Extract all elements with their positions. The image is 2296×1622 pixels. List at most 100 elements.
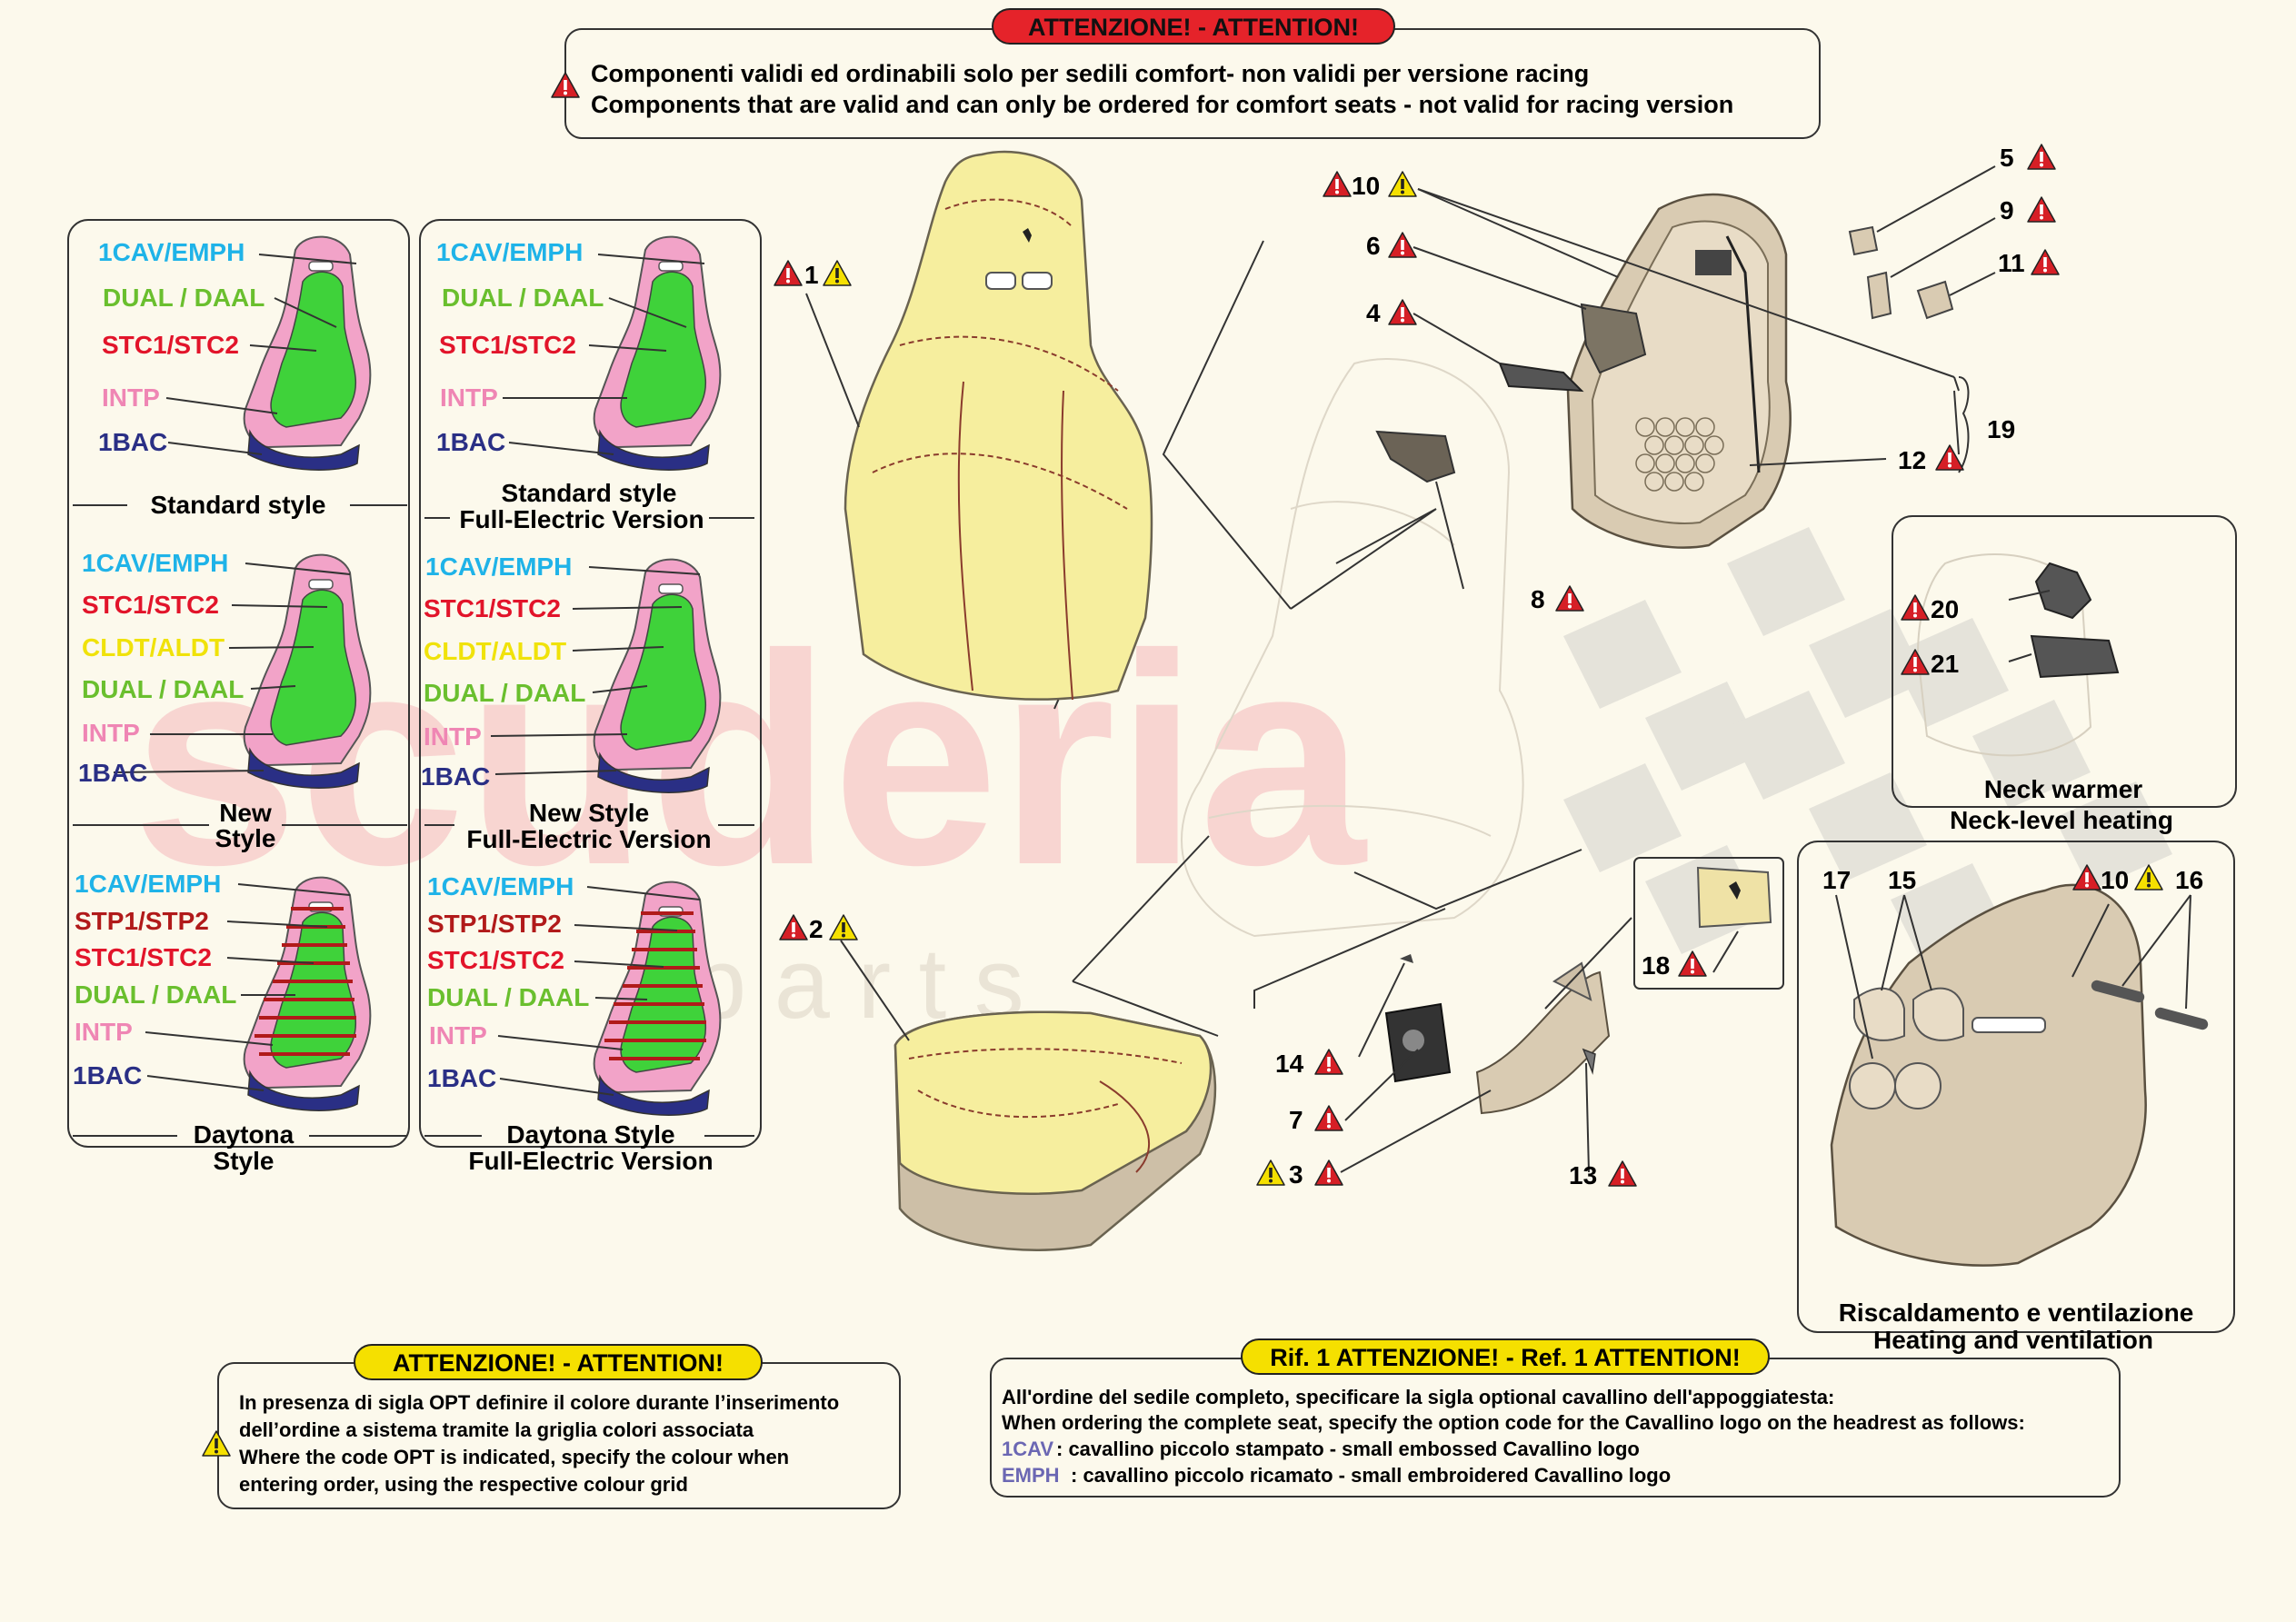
daytona-stp: STP1/STP2 [75, 907, 209, 935]
seatback-cover-part1 [844, 150, 1153, 701]
callout-14: 14 [1275, 1050, 1304, 1078]
new-bac: 1BAC [78, 759, 147, 787]
callout-10b: 10 [2101, 866, 2129, 894]
standard-fe-caption1: Standard style [502, 479, 677, 507]
callout-3: 3 [1289, 1160, 1303, 1189]
part18-label [1696, 866, 1772, 929]
callout-1: 1 [804, 261, 819, 289]
standard-fe-bac: 1BAC [436, 428, 505, 456]
frame-leaders [1413, 165, 1996, 590]
ref-warning-code1: 1CAV [1002, 1438, 1053, 1460]
daytona-dual: DUAL / DAAL [75, 980, 236, 1009]
heating-ventilation-box [1797, 841, 2235, 1333]
callout-11: 11 [1998, 249, 2025, 277]
neck-warmer-box [1892, 515, 2237, 808]
ref-warning-title: Rif. 1 ATTENZIONE! - Ref. 1 ATTENTION! [1270, 1344, 1740, 1371]
bottom-warning-l2: dell’ordine a sistema tramite la griglia… [239, 1418, 754, 1441]
leader-1 [805, 293, 860, 428]
ref-warning-l2: When ordering the complete seat, specify… [1002, 1411, 2025, 1434]
standard-intp: INTP [102, 383, 160, 412]
standard-dual: DUAL / DAAL [103, 284, 265, 312]
heating-leaders [1835, 894, 2191, 1060]
standard-fe-intp: INTP [440, 383, 498, 412]
callout-8: 8 [1531, 585, 1545, 613]
neck-warmer-parts [1916, 553, 2120, 757]
bottom-warning-l3: Where the code OPT is indicated, specify… [239, 1446, 789, 1468]
new-fe-caption2: Full-Electric Version [466, 825, 711, 853]
new-stc: STC1/STC2 [82, 591, 219, 619]
ref-warning-desc1: : cavallino piccolo stampato - small emb… [1056, 1438, 1640, 1460]
top-warning-title: ATTENZIONE! - ATTENTION! [1028, 14, 1359, 41]
new-fe-cav: 1CAV/EMPH [425, 552, 572, 581]
callout-7: 7 [1289, 1106, 1303, 1134]
frame-subparts [1375, 225, 1954, 483]
callout-19: 19 [1987, 415, 2015, 443]
standard-fe-caption2: Full-Electric Version [459, 505, 704, 533]
standard-caption: Standard style [151, 491, 326, 519]
daytona-fe-stripes [604, 911, 706, 1060]
new-fe-caption1: New Style [529, 799, 649, 827]
lower-parts [1384, 954, 1611, 1115]
standard-bac: 1BAC [98, 428, 167, 456]
callout-16: 16 [2175, 866, 2203, 894]
new-caption2: Style [215, 824, 276, 852]
new-fe-intp: INTP [424, 722, 482, 751]
callout-17: 17 [1822, 866, 1851, 894]
new-fe-dual: DUAL / DAAL [424, 679, 585, 707]
daytona-cav: 1CAV/EMPH [75, 870, 221, 898]
new-fe-cldt: CLDT/ALDT [424, 637, 566, 665]
standard-stc: STC1/STC2 [102, 331, 239, 359]
checkered-flag-watermark [1563, 527, 2172, 972]
callout-10: 10 [1352, 172, 1380, 200]
heating-parts [1830, 883, 2209, 1267]
leaders-new-fe [490, 566, 701, 775]
leaders-new [113, 562, 351, 773]
daytona-fe-stc: STC1/STC2 [427, 946, 564, 974]
daytona-caption2: Style [214, 1147, 275, 1175]
standard-fe-stc: STC1/STC2 [439, 331, 576, 359]
lower-leaders [1340, 917, 1632, 1173]
callout-21: 21 [1931, 650, 1959, 678]
new-cav: 1CAV/EMPH [82, 549, 228, 577]
daytona-stc: STC1/STC2 [75, 943, 212, 971]
daytona-bac: 1BAC [73, 1061, 142, 1090]
daytona-fe-cav: 1CAV/EMPH [427, 872, 574, 901]
heating-line1: Riscaldamento e ventilazione [1839, 1299, 2194, 1327]
standard-cav: 1CAV/EMPH [98, 238, 245, 266]
daytona-caption1: Daytona [194, 1120, 294, 1149]
callout-4: 4 [1366, 299, 1381, 327]
daytona-fe-caption2: Full-Electric Version [468, 1147, 713, 1175]
daytona-fe-caption1: Daytona Style [506, 1120, 674, 1149]
leaders-daytona [145, 883, 351, 1091]
seat-icon-standard-fe [593, 235, 722, 472]
top-warning-banner [992, 8, 1395, 45]
daytona-fe-stp: STP1/STP2 [427, 910, 562, 938]
leader-18 [1712, 930, 1739, 973]
neck-warmer-line1: Neck warmer [1984, 775, 2142, 803]
style-panel-right [419, 219, 762, 1148]
callout-13: 13 [1569, 1161, 1597, 1189]
new-caption1: New [219, 799, 272, 827]
new-fe-stc: STC1/STC2 [424, 594, 561, 622]
new-fe-bac: 1BAC [421, 762, 490, 791]
part18-box [1633, 857, 1784, 990]
style-panel-left [67, 219, 410, 1148]
bottom-warning-title: ATTENZIONE! - ATTENTION! [393, 1349, 724, 1377]
callout-6: 6 [1366, 232, 1381, 260]
new-dual: DUAL / DAAL [82, 675, 244, 703]
daytona-intp: INTP [75, 1018, 133, 1046]
bottom-warning-l4: entering order, using the respective col… [239, 1473, 688, 1496]
callout-5: 5 [2000, 144, 2014, 172]
ref-warning-desc2: : cavallino piccolo ricamato - small emb… [1071, 1464, 1671, 1487]
seat-icon-standard [243, 235, 372, 472]
callout-2: 2 [809, 915, 824, 943]
ref-warning-banner [1241, 1338, 1770, 1375]
top-warning-line2: Components that are valid and can only b… [591, 91, 1733, 118]
new-intp: INTP [82, 719, 140, 747]
callout-12: 12 [1898, 446, 1926, 474]
ref-warning-l1: All'ordine del sedile completo, specific… [1002, 1386, 1834, 1408]
daytona-fe-dual: DUAL / DAAL [427, 983, 589, 1011]
neck-warmer-line2: Neck-level heating [1950, 806, 2173, 834]
ref-warning-code2: EMPH [1002, 1464, 1060, 1487]
